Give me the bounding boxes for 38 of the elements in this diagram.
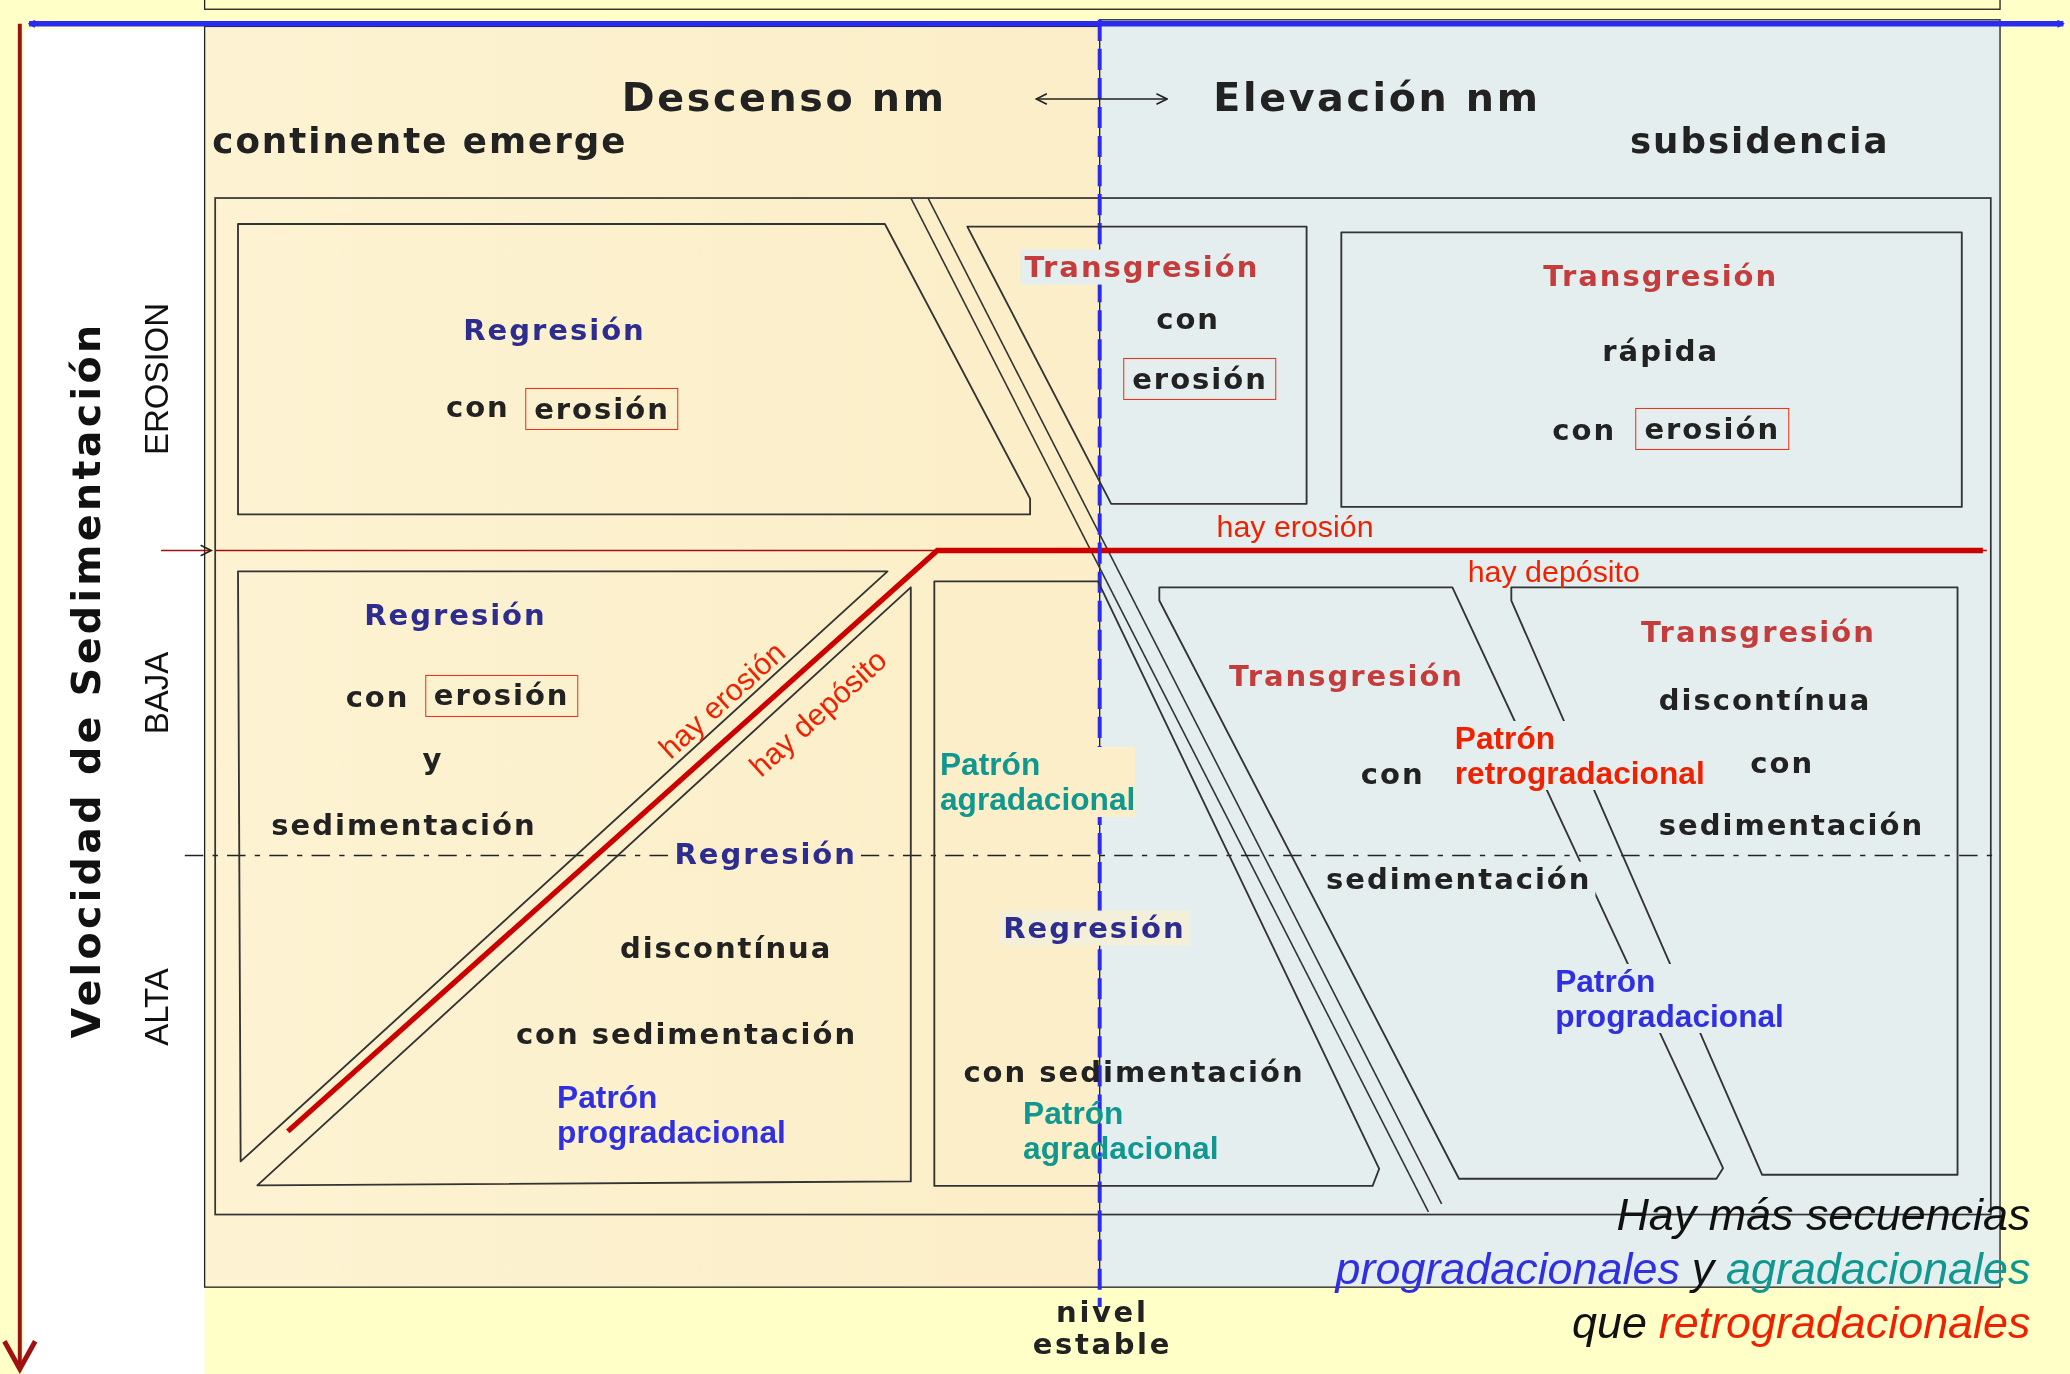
axis-subheading: subsidencia: [1629, 121, 1890, 161]
panel-text: con: [446, 389, 510, 424]
sequence-panel: [1339, 231, 1965, 510]
panel-heading: Regresión: [463, 312, 646, 348]
panel-text: con: [1156, 302, 1220, 337]
panel-text: y: [422, 741, 444, 777]
pattern-label: Patrón progradacional: [557, 1079, 786, 1150]
panel-heading: Transgresión: [1543, 258, 1779, 294]
summary-text: progradacionales: [1335, 1242, 1680, 1296]
panel-text: discontínua: [1658, 682, 1872, 718]
pattern-label: Patrón progradacional: [1555, 963, 1784, 1034]
panel-text: con: [1750, 745, 1815, 781]
row-label: ALTA: [138, 968, 176, 1047]
panel-text: con: [1552, 412, 1617, 448]
summary-text: retrogradacionales: [1658, 1295, 2031, 1350]
panel-heading: Regresión: [364, 597, 547, 633]
row-label: BAJA: [138, 651, 176, 735]
axis-subheading: continente emerge: [212, 121, 628, 161]
panel-heading: Transgresión: [1641, 614, 1876, 650]
pattern-label: Patrón retrogradacional: [1454, 720, 1705, 791]
pattern-label: Patrón agradacional: [939, 747, 1136, 817]
panel-text: con: [345, 679, 410, 715]
panel-heading: Transgresión: [1229, 658, 1464, 694]
panel-text: discontínua: [619, 930, 833, 966]
axis-note: nivel estable: [1031, 1297, 1173, 1362]
axis-title: Velocidad de Sedimentación: [65, 321, 109, 1039]
row-label: EROSION: [138, 302, 176, 455]
summary-text: que: [1571, 1295, 1647, 1350]
panel-text: sedimentación: [271, 807, 537, 843]
panel-text: rápida: [1602, 333, 1720, 369]
axis-heading: Elevación nm: [1213, 75, 1541, 120]
line-label: hay depósito: [1467, 554, 1640, 589]
panel-heading: Regresión: [999, 910, 1190, 946]
axis-heading: Descenso nm: [621, 75, 947, 120]
summary-text: y: [1691, 1242, 1715, 1296]
panel-text: con sedimentación: [515, 1016, 858, 1052]
panel-text: con: [1360, 756, 1425, 791]
line-label: hay erosión: [1216, 510, 1374, 544]
